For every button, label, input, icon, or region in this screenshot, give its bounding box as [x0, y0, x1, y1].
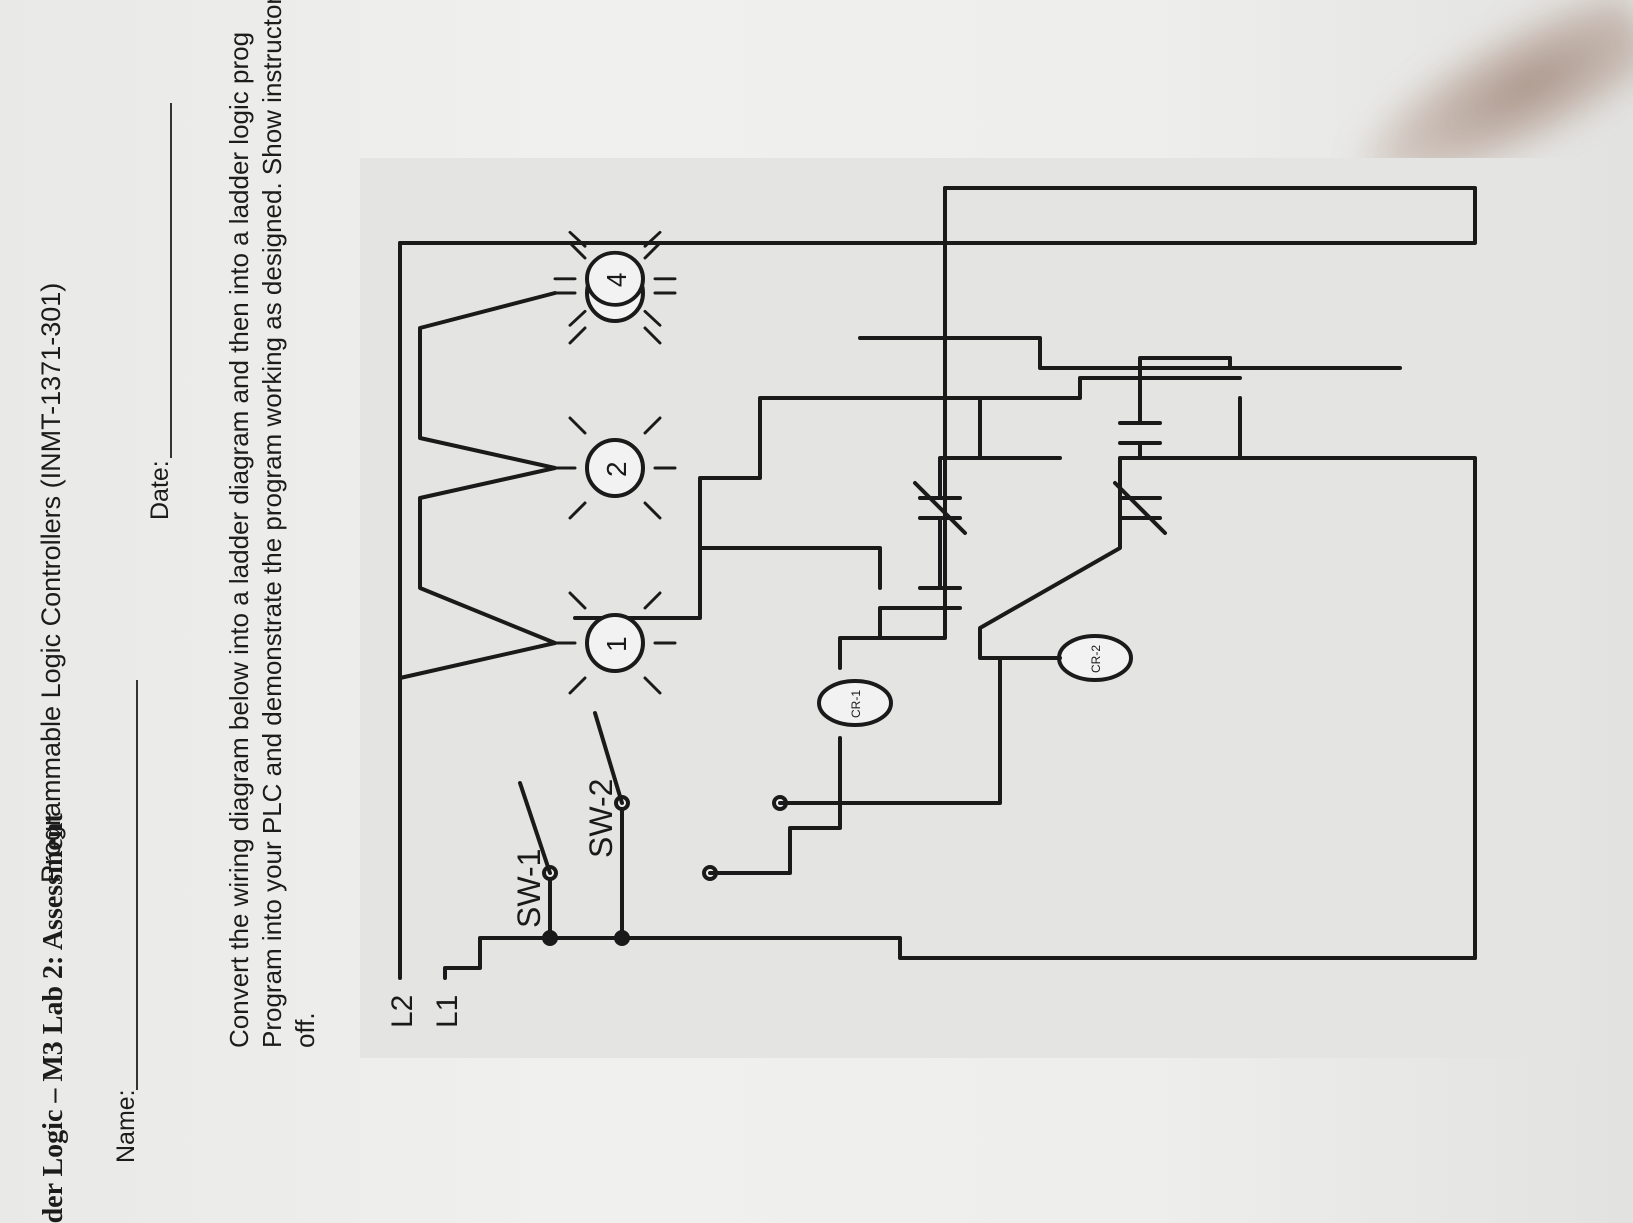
- lamp-4-bulb: [585, 250, 645, 307]
- date-label: Date:: [146, 460, 174, 520]
- instruction-line-1: Convert the wiring diagram below into a …: [224, 31, 254, 1048]
- cr1-no-to-lamp1-wire: [573, 546, 882, 620]
- course-title: Programmable Logic Controllers (INMT-137…: [36, 282, 66, 883]
- cr-2-label: CR-2: [1089, 645, 1103, 673]
- name-field-line[interactable]: [136, 680, 138, 1090]
- cr-1-coil: CR-1: [817, 679, 893, 727]
- sw-2-switch: SW-2: [583, 711, 788, 858]
- rail-l1-wire: [443, 936, 1477, 980]
- lamp-1: 1: [553, 591, 677, 695]
- lamp-2: 2: [553, 416, 677, 520]
- cr-2-no-contact: [1118, 421, 1162, 445]
- lamp-4-rays: [553, 230, 677, 327]
- l1-to-cr2-contacts-wire: [1138, 356, 1477, 960]
- lamp-cross-wire: [698, 396, 1062, 550]
- cr-2-coil: CR-2: [1057, 634, 1133, 682]
- sw-1-switch: SW-1: [511, 781, 718, 928]
- rail-l2-label: L2: [386, 995, 419, 1028]
- lamp-return-wire: [398, 186, 1477, 245]
- lamp-4-label: 4: [601, 273, 632, 287]
- wiring-diagram: L2 L1 SW-1 SW-: [360, 158, 1580, 1058]
- sw-1-label: SW-1: [511, 849, 547, 928]
- lamp-1-label: 1: [601, 636, 632, 652]
- sw-2-label: SW-2: [583, 779, 619, 858]
- cr1-contacts-wire: [878, 456, 1062, 640]
- cr1-coil-wire: [838, 186, 947, 800]
- instruction-line-3: off.: [290, 1012, 320, 1048]
- cr-1-no-contact: [918, 586, 962, 610]
- instruction-line-2: Program into your PLC and demonstrate th…: [257, 0, 287, 1048]
- lamp-4: 4: [553, 230, 677, 327]
- cr-1-label: CR-1: [849, 690, 863, 718]
- rail-l1-label: L1: [431, 995, 464, 1028]
- lamp-2-label: 2: [601, 461, 632, 477]
- sw1-to-cr1-wire: [708, 796, 842, 875]
- cr-2-nc-contact: [1113, 481, 1167, 535]
- date-field-line[interactable]: [170, 103, 172, 458]
- cr2-nc-to-lamp3-wire: [1118, 396, 1242, 500]
- cr1-nc-to-lamp2-wire: [978, 376, 1242, 460]
- lamp-cross-wire-2: [858, 336, 1362, 370]
- cr2-coil-wire: [978, 461, 1122, 660]
- sw2-to-cr2-wire: [778, 656, 1132, 805]
- name-label: Name:: [112, 1089, 140, 1163]
- lamps-to-l2-wire: [398, 291, 557, 680]
